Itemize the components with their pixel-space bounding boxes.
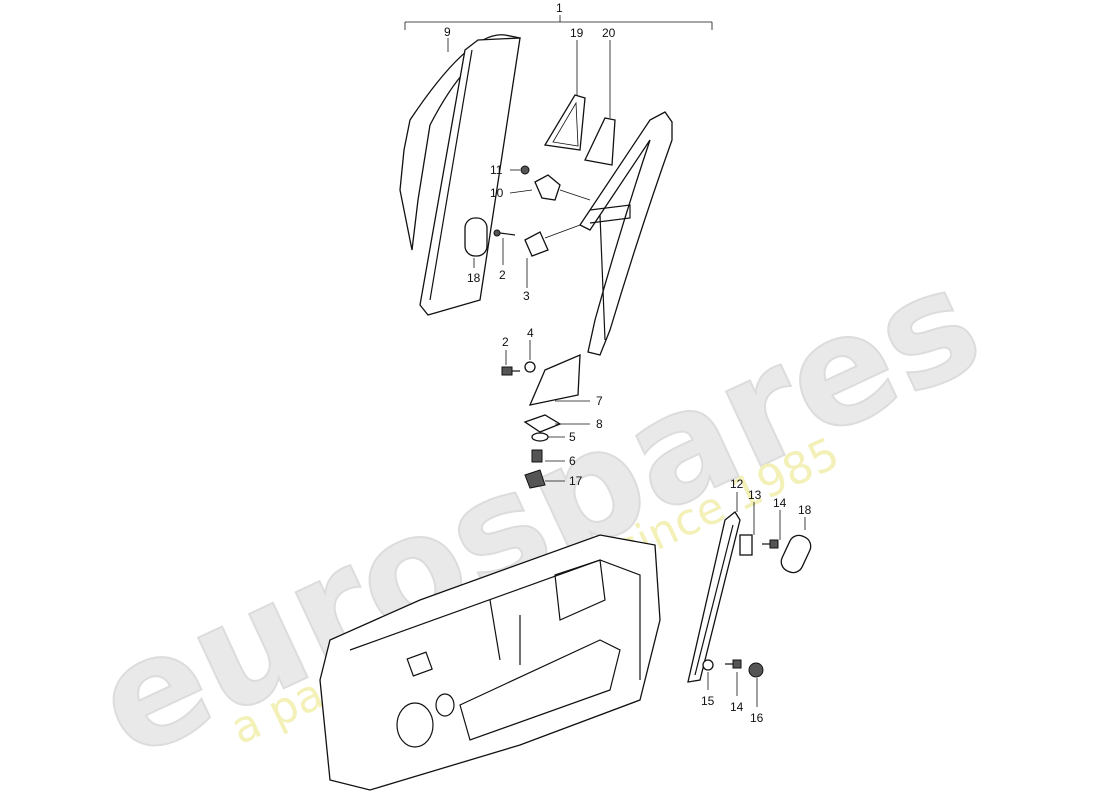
- callout-16: 16: [750, 711, 764, 725]
- callout-14-upper: 14: [773, 496, 787, 510]
- window-frame: [579, 111, 673, 356]
- callout-17: 17: [569, 474, 583, 488]
- part-18-plug: [464, 217, 488, 257]
- part-17-nut: [524, 469, 546, 489]
- door-panel: [319, 534, 661, 791]
- callout-15: 15: [701, 694, 715, 708]
- part-3-bracket: [524, 231, 549, 257]
- callout-11: 11: [490, 163, 503, 177]
- callout-19: 19: [570, 26, 584, 40]
- part-14-screw-lower: [725, 659, 742, 669]
- part-20-quarter-glass: [584, 117, 616, 166]
- callout-labels: 1 9 19 20 11 10 18 2 3 2 4 7 8 5 6 17 12…: [444, 1, 812, 725]
- assembly-bracket: [404, 15, 713, 30]
- part-16-nut: [748, 662, 764, 678]
- part-7-bracket: [528, 353, 581, 406]
- part-6-bolt: [531, 449, 543, 463]
- callout-5: 5: [569, 430, 576, 444]
- callout-12: 12: [730, 477, 744, 491]
- part-13-plate: [739, 534, 753, 556]
- part-4-washer: [524, 361, 536, 373]
- part-5-washer: [531, 432, 549, 442]
- callout-18-upper: 18: [467, 271, 481, 285]
- callout-3: 3: [523, 289, 530, 303]
- part-18-plug-lower: [780, 534, 812, 574]
- callout-18-lower: 18: [798, 503, 812, 517]
- callout-14-lower: 14: [730, 700, 744, 714]
- leader-lines: [447, 38, 806, 707]
- callout-1: 1: [556, 1, 563, 15]
- part-14-screw-upper: [762, 539, 779, 549]
- callout-20: 20: [602, 26, 616, 40]
- callout-2-lower: 2: [502, 335, 509, 349]
- part-12-guide-rail: [687, 511, 741, 683]
- part-2-screw-upper: [493, 229, 516, 237]
- callout-2-upper: 2: [499, 268, 506, 282]
- callout-9: 9: [444, 25, 451, 39]
- callout-6: 6: [569, 454, 576, 468]
- callout-7: 7: [596, 394, 603, 408]
- callout-8: 8: [596, 417, 603, 431]
- part-11-clip: [520, 165, 530, 175]
- part-19-quarter-seal: [543, 94, 586, 151]
- callout-13: 13: [748, 488, 762, 502]
- part-15-washer: [702, 659, 714, 671]
- part-2-screw-lower: [501, 366, 520, 376]
- part-9-seal-strip: [399, 34, 521, 316]
- callout-4: 4: [527, 326, 534, 340]
- callout-10: 10: [490, 186, 504, 200]
- part-10-support: [534, 174, 561, 201]
